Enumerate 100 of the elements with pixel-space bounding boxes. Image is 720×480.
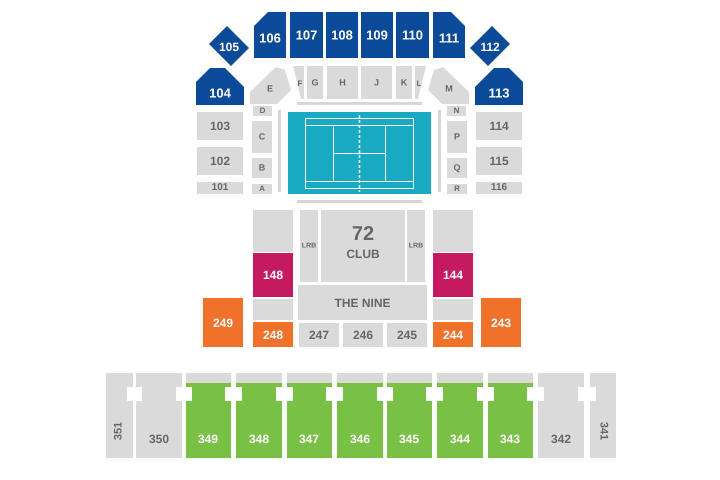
seating-section — [299, 323, 339, 347]
section-label: 346 — [350, 433, 370, 445]
section-label: 243 — [490, 316, 512, 328]
section-label: 249 — [212, 316, 234, 328]
section-label: 345 — [398, 433, 420, 445]
section-label: M — [445, 84, 453, 94]
seating-section — [396, 66, 412, 99]
section-label: 113 — [488, 86, 510, 100]
section-label: 72 — [352, 224, 374, 244]
section-label: 350 — [148, 433, 170, 445]
seating-section — [407, 210, 425, 282]
seating-section — [252, 184, 272, 194]
section-label: 343 — [500, 433, 520, 445]
seating-section — [476, 112, 522, 140]
seating-section — [321, 210, 405, 282]
seating-section — [197, 112, 243, 140]
seating-section — [433, 12, 465, 58]
seating-section — [447, 106, 466, 116]
section-label: 351 — [114, 422, 124, 440]
seating-section — [476, 147, 522, 175]
seating-section — [538, 373, 584, 458]
seating-section — [433, 299, 473, 320]
section-label: 112 — [480, 41, 500, 53]
seating-section — [447, 158, 467, 178]
section-label: H — [339, 78, 346, 87]
section-label: 108 — [331, 28, 353, 42]
section-label: 246 — [352, 329, 374, 341]
section-label: A — [259, 185, 265, 193]
seating-section — [361, 12, 393, 58]
section-label: 342 — [550, 433, 572, 445]
seating-section — [433, 253, 473, 297]
seating-section — [475, 68, 523, 105]
seating-section — [415, 66, 426, 99]
seating-section — [236, 373, 282, 458]
section-label: 116 — [490, 183, 508, 193]
section-label: 144 — [442, 269, 464, 281]
seating-section — [437, 373, 483, 458]
seating-section — [254, 12, 286, 58]
section-label: D — [260, 107, 266, 115]
seating-section — [361, 66, 392, 99]
section-label: 248 — [262, 328, 284, 340]
seating-section — [197, 182, 243, 194]
section-label: 114 — [489, 120, 509, 132]
seating-section — [253, 299, 293, 320]
section-label: 110 — [402, 28, 423, 42]
section-label: 148 — [262, 269, 284, 281]
seating-section — [433, 210, 473, 252]
seating-section — [307, 66, 323, 99]
seating-section — [447, 121, 467, 153]
section-label: G — [312, 78, 318, 87]
seating-section — [488, 373, 533, 458]
seating-section — [203, 298, 243, 347]
section-label: P — [454, 132, 460, 142]
seating-section — [197, 147, 243, 175]
seating-section — [253, 210, 293, 252]
section-label: 104 — [209, 86, 231, 100]
section-label: 341 — [598, 422, 608, 440]
seating-section — [590, 373, 616, 458]
section-label: 109 — [366, 28, 388, 42]
section-label: 102 — [210, 155, 230, 167]
seating-section — [298, 285, 427, 320]
section-label: 349 — [198, 433, 218, 445]
seating-section — [252, 121, 272, 153]
seating-section — [136, 373, 182, 458]
seating-section — [106, 373, 133, 458]
seating-section — [476, 182, 522, 194]
seating-section — [186, 373, 231, 458]
section-label: C — [258, 132, 266, 142]
seating-section — [252, 158, 272, 178]
section-label: K — [400, 78, 408, 87]
seating-section — [433, 322, 473, 347]
section-label: 105 — [218, 41, 240, 53]
seating-section — [293, 66, 304, 99]
section-label: THE NINE — [334, 296, 390, 308]
section-label: 244 — [442, 328, 464, 340]
section-label: J — [374, 78, 379, 87]
seating-section — [337, 373, 383, 458]
section-label: E — [267, 84, 273, 94]
seating-section — [290, 12, 323, 58]
section-label: N — [454, 107, 460, 115]
seating-section — [196, 68, 244, 105]
section-label: 101 — [212, 183, 228, 193]
section-label: L — [416, 80, 422, 88]
seating-section — [387, 373, 432, 458]
section-label: R — [454, 185, 460, 193]
section-label: 115 — [489, 155, 509, 167]
section-label: CLUB — [346, 248, 380, 260]
seating-section — [343, 323, 383, 347]
seating-section — [253, 106, 272, 116]
seating-section — [481, 298, 521, 347]
section-label: 247 — [308, 329, 330, 341]
seating-section — [396, 12, 429, 58]
seating-section — [447, 184, 467, 194]
section-label: B — [258, 164, 266, 172]
section-label: 106 — [259, 32, 281, 44]
section-label: 347 — [298, 433, 320, 445]
seating-section — [327, 66, 358, 99]
seating-section — [253, 253, 293, 297]
seating-section — [387, 323, 427, 347]
seating-section — [287, 373, 332, 458]
